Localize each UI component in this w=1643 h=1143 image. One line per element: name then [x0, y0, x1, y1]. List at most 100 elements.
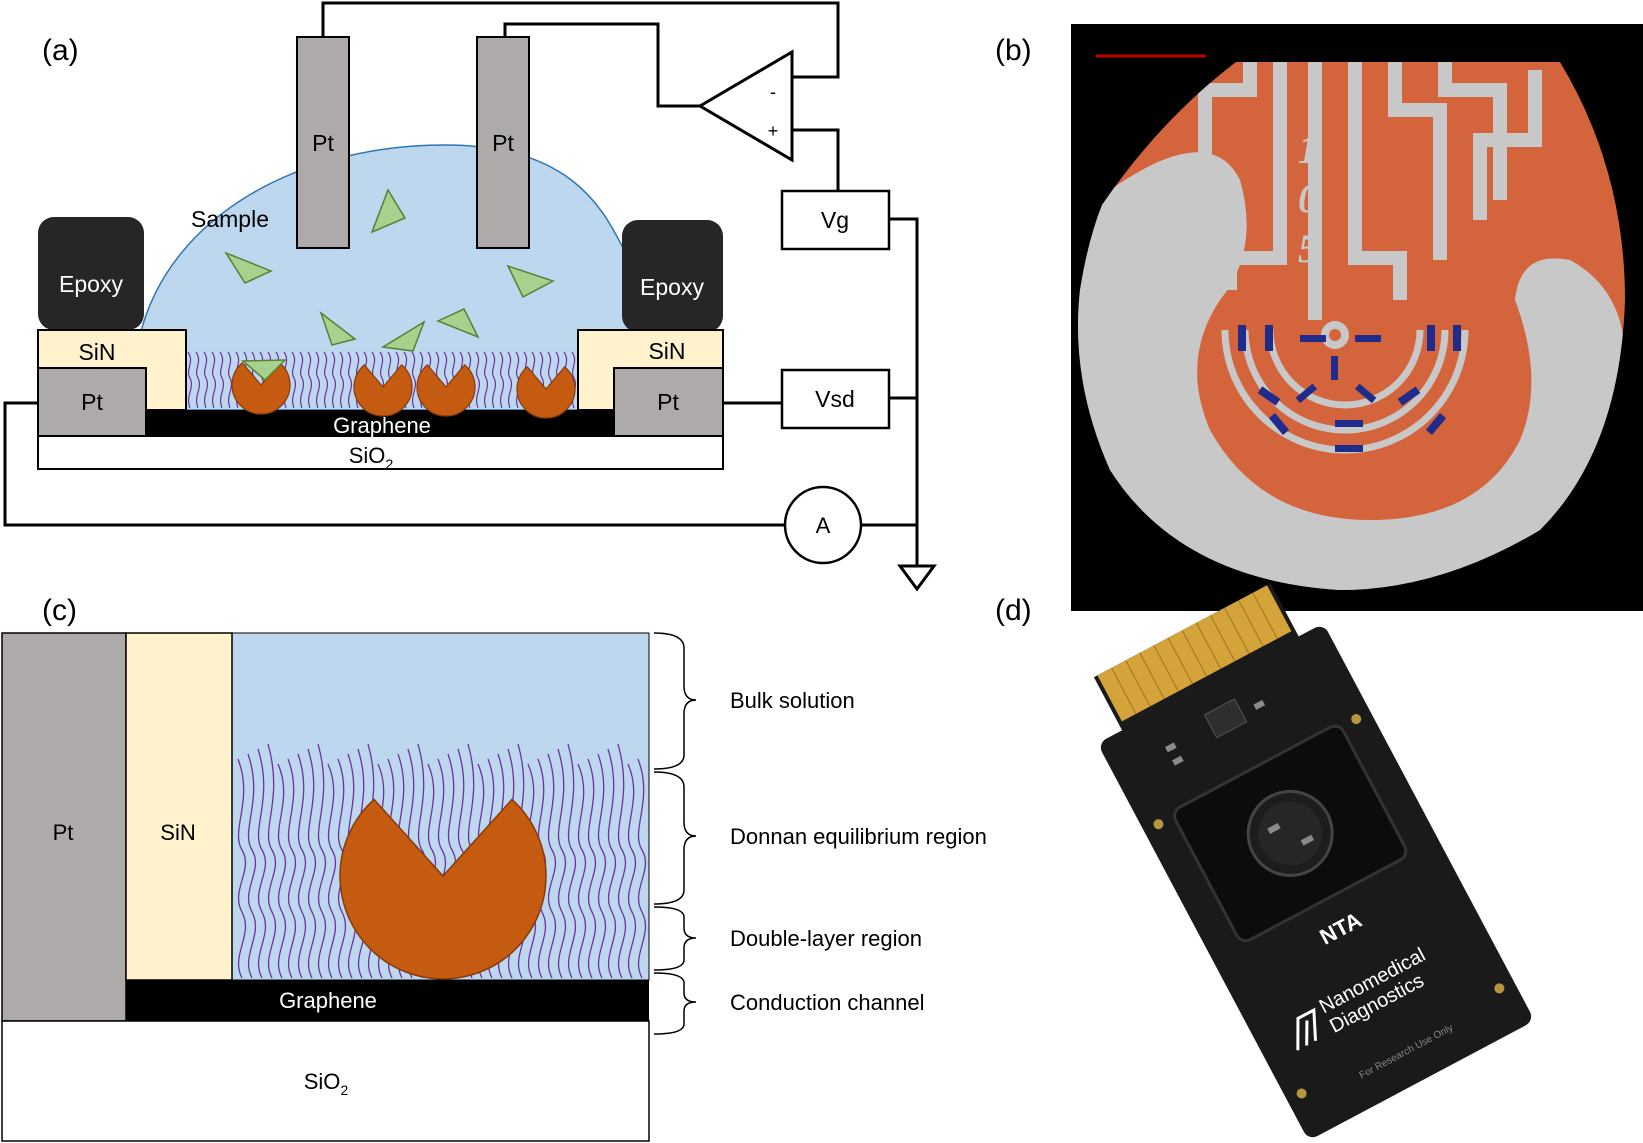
- linker-molecule: [307, 748, 317, 979]
- circuit-wires: [3, 1, 937, 592]
- linker-molecule: [317, 743, 327, 979]
- panel-label-b: (b): [995, 34, 1032, 67]
- vsd-label: Vsd: [815, 386, 855, 412]
- linker-molecule: [307, 351, 313, 409]
- linker-molecule: [627, 763, 637, 979]
- linker-molecule: [557, 748, 567, 979]
- sin-label: SiN: [160, 820, 195, 845]
- panel-label-d: (d): [995, 594, 1032, 627]
- panel-label-a: (a): [42, 34, 79, 67]
- panel-b: (b): [995, 24, 1643, 611]
- substrate: [1, 1020, 650, 1142]
- target-molecule: [506, 264, 555, 299]
- sample-label: Sample: [191, 206, 269, 232]
- chip-spiral-pad: [1078, 152, 1625, 590]
- ammeter-label: A: [816, 513, 831, 538]
- linker-molecule: [499, 351, 505, 409]
- pt-contact-right: [613, 367, 724, 437]
- target-molecule: [380, 320, 426, 352]
- linker-molecule: [547, 753, 557, 979]
- linker-molecule: [267, 743, 277, 979]
- graphene-label: Graphene: [333, 413, 431, 438]
- panel-a: - + Sample Pt Pt Epoxy Epoxy SiN SiN SiO…: [3, 1, 937, 592]
- receptor: [353, 363, 413, 417]
- linker-molecule: [277, 763, 287, 979]
- epoxy-right: [622, 220, 723, 332]
- receptor: [231, 361, 291, 415]
- op-amp-plus: +: [768, 121, 779, 141]
- linker-molecule: [597, 753, 607, 979]
- linker-molecule: [291, 351, 297, 409]
- pt-electrode-left-label: Pt: [312, 130, 334, 156]
- panel-c: (c) Pt SiN Graphene SiO2 Bulk solution D…: [1, 594, 987, 1142]
- linker-molecule: [475, 351, 481, 409]
- linker-molecule: [297, 753, 307, 979]
- epoxy-left: [38, 217, 144, 330]
- pt-electrode-right: [476, 36, 530, 249]
- substrate-label: SiO2: [304, 1069, 349, 1098]
- target-molecule: [436, 308, 480, 339]
- sin-left-label: SiN: [78, 339, 115, 365]
- receptor: [416, 363, 476, 417]
- linker-molecule: [195, 351, 201, 409]
- linker-molecule: [299, 351, 305, 409]
- linker-molecule: [637, 758, 647, 979]
- region-label: Donnan equilibrium region: [730, 824, 987, 849]
- linker-molecule: [247, 753, 257, 979]
- region-label: Conduction channel: [730, 990, 924, 1015]
- linker-molecule: [315, 351, 321, 409]
- vg-source: [780, 189, 891, 251]
- target-molecule: [224, 251, 273, 284]
- target-molecule: [370, 188, 407, 234]
- substrate-label: SiO2: [349, 443, 394, 472]
- chip-number-2: 0: [1298, 176, 1318, 221]
- target-molecule: [241, 359, 287, 382]
- sensor-board: NTA Nanomedical Diagnostics For Research…: [1093, 583, 1532, 1138]
- op-amp-minus: -: [770, 82, 776, 102]
- linker-molecule: [577, 763, 587, 979]
- substrate: [37, 435, 724, 470]
- linker-molecule: [227, 351, 233, 409]
- panel-d: (d) NTA Nanomedi: [995, 583, 1532, 1138]
- linker-molecule: [567, 743, 577, 979]
- linker-molecule: [237, 758, 247, 979]
- linker-molecule: [331, 351, 337, 409]
- linker-molecule: [491, 351, 497, 409]
- receptors: [231, 361, 576, 419]
- linker-molecule: [287, 758, 297, 979]
- ammeter: [783, 485, 863, 565]
- linker-molecule: [617, 743, 627, 979]
- linker-molecule: [323, 351, 329, 409]
- chip-traces: 1 0 5: [1078, 62, 1625, 590]
- region-label: Bulk solution: [730, 688, 855, 713]
- vg-label: Vg: [821, 207, 849, 233]
- op-amp: - +: [697, 49, 794, 163]
- linker-molecule: [507, 351, 513, 409]
- chip-number-1: 1: [1298, 127, 1318, 172]
- graphene-layer: [126, 980, 649, 1021]
- linker-molecule: [587, 758, 597, 979]
- target-molecule: [319, 310, 357, 346]
- pt-contact-left: [37, 367, 147, 437]
- pt-contact-left-label: Pt: [81, 389, 103, 415]
- epoxy-left-label: Epoxy: [59, 271, 123, 297]
- pt-label: Pt: [53, 820, 74, 845]
- linker-molecule: [483, 351, 489, 409]
- linker-molecule: [339, 351, 345, 409]
- epoxy-right-label: Epoxy: [640, 274, 704, 300]
- receptor: [516, 365, 576, 419]
- linker-molecule: [187, 351, 193, 409]
- linker-molecule: [347, 351, 353, 409]
- linker-molecule: [515, 351, 521, 409]
- pt-contact-right-label: Pt: [657, 389, 679, 415]
- sin-right-label: SiN: [648, 338, 685, 364]
- linker-molecule: [607, 748, 617, 979]
- linker-molecule: [411, 351, 417, 409]
- linker-molecule: [327, 763, 337, 979]
- pt-electrode-right-label: Pt: [492, 130, 514, 156]
- linker-molecule: [203, 351, 209, 409]
- target-molecules: [224, 188, 555, 382]
- graphene-label: Graphene: [279, 988, 377, 1013]
- brand-logo-icon: [1296, 1007, 1318, 1051]
